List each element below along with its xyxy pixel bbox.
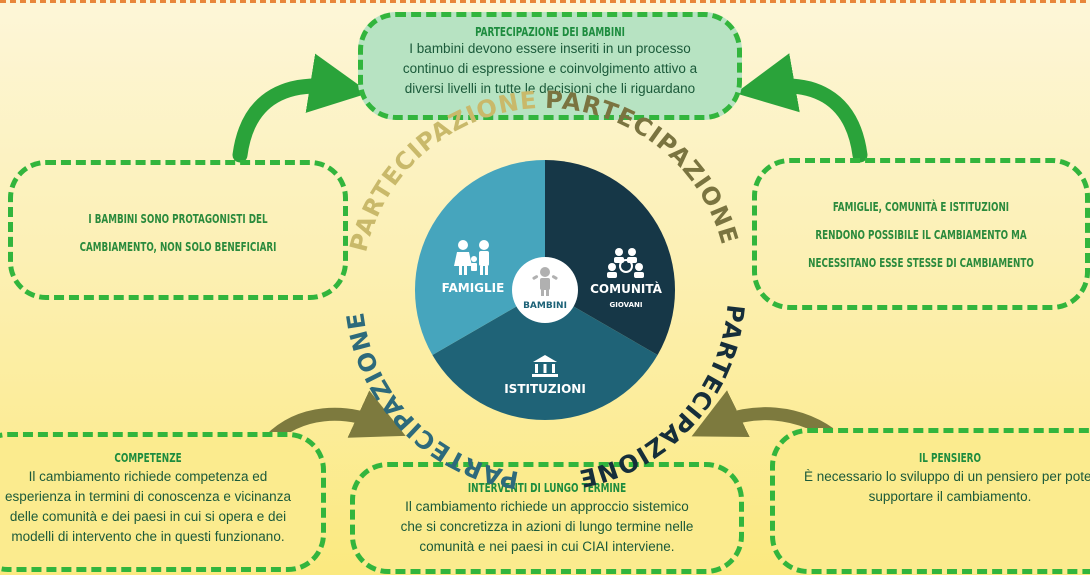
- top-border: [0, 0, 1090, 3]
- box-line: Il cambiamento richiede un approccio sis…: [405, 499, 689, 514]
- label-istituzioni: ISTITUZIONI: [504, 382, 586, 396]
- box-line: che si concretizza in azioni di lungo te…: [400, 519, 694, 534]
- box-partecipazione-bambini: PARTECIPAZIONE DEI BAMBINI I bambini dev…: [358, 12, 742, 120]
- box-title: PARTECIPAZIONE DEI BAMBINI: [475, 25, 625, 39]
- arrow-left-up: [232, 53, 370, 163]
- box-line: esperienza in termini di conoscenza e vi…: [5, 489, 291, 504]
- arrow-right-up: [735, 53, 868, 163]
- label-bambini: BAMBINI: [523, 301, 567, 311]
- arrow-olive-left: [263, 390, 406, 447]
- community-icon: [607, 248, 644, 278]
- box-line: I bambini devono essere inseriti in un p…: [409, 41, 691, 56]
- box-title: COMPETENZE: [114, 451, 182, 465]
- box-line: I BAMBINI SONO PROTAGONISTI DEL: [88, 211, 268, 226]
- child-icon: [532, 267, 558, 296]
- box-line: NECESSITANO ESSE STESSE DI CAMBIAMENTO: [808, 255, 1034, 270]
- label-comunita: COMUNITÀ: [590, 281, 662, 296]
- box-line: modelli di intervento che in questi funz…: [11, 529, 285, 544]
- box-line: comunità e nei paesi in cui CIAI intervi…: [419, 539, 675, 554]
- box-competenze: COMPETENZE Il cambiamento richiede compe…: [0, 432, 326, 572]
- label-giovani: GIOVANI: [610, 301, 643, 309]
- box-famiglie-comunita: FAMIGLIE, COMUNITÀ E ISTITUZIONI RENDONO…: [752, 158, 1090, 310]
- box-interventi: INTERVENTI DI LUNGO TERMINE Il cambiamen…: [350, 462, 744, 574]
- box-pensiero: IL PENSIERO È necessario lo sviluppo di …: [770, 428, 1090, 574]
- institution-icon: [532, 355, 558, 377]
- box-line: CAMBIAMENTO, NON SOLO BENEFICIARI: [79, 239, 277, 254]
- box-line: RENDONO POSSIBILE IL CAMBIAMENTO MA: [815, 227, 1027, 242]
- box-line: delle comunità e dei paesi in cui si ope…: [9, 509, 287, 524]
- box-protagonisti: I BAMBINI SONO PROTAGONISTI DEL CAMBIAME…: [8, 160, 348, 300]
- box-line: È necessario lo sviluppo di un pensiero …: [804, 469, 1090, 484]
- box-line: supportare il cambiamento.: [868, 489, 1032, 504]
- box-line: diversi livelli in tutte le decisioni ch…: [404, 81, 696, 96]
- box-title: INTERVENTI DI LUNGO TERMINE: [467, 481, 627, 495]
- box-line: FAMIGLIE, COMUNITÀ E ISTITUZIONI: [832, 199, 1010, 214]
- family-icon: [454, 240, 489, 275]
- box-line: Il cambiamento richiede competenza ed: [28, 469, 268, 484]
- box-title: IL PENSIERO: [918, 451, 982, 465]
- segment-comunita: [545, 160, 676, 355]
- label-famiglie: FAMIGLIE: [442, 281, 505, 295]
- box-line: continuo di espressione e coinvolgimento…: [402, 61, 698, 76]
